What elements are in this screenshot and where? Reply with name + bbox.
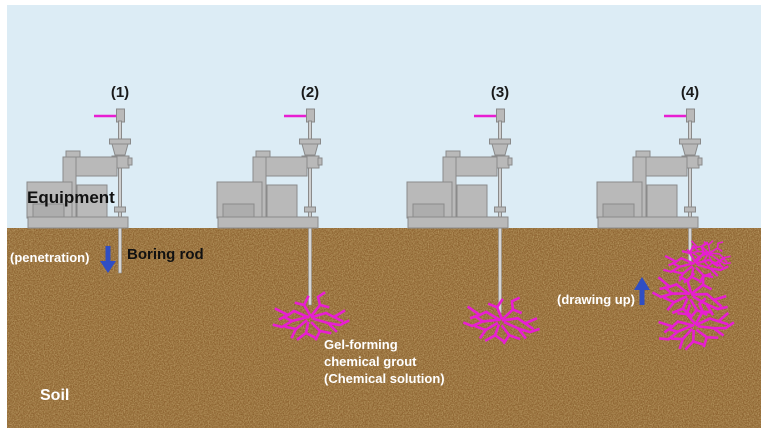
stage-label-1: (1)	[110, 84, 130, 101]
grout-label: Gel-forming chemical grout (Chemical sol…	[324, 336, 445, 387]
stage-label-4: (4)	[680, 84, 700, 101]
stage-label-2: (2)	[300, 84, 320, 101]
grout-injection-stage3	[461, 289, 544, 349]
grout-column-stage4	[648, 231, 737, 354]
drilling-machine-2	[215, 107, 324, 230]
drilling-machine-3	[405, 107, 514, 230]
grout-label-line1: Gel-forming	[324, 337, 398, 352]
soil-label: Soil	[40, 387, 70, 404]
scene-graphics	[25, 107, 737, 354]
soil-texture	[7, 228, 761, 428]
grout-label-line3: (Chemical solution)	[324, 371, 445, 386]
penetration-arrow-icon	[100, 246, 116, 273]
drawing-up-arrow-icon	[634, 277, 650, 305]
equipment-label: Equipment	[27, 188, 115, 207]
grout-label-line2: chemical grout	[324, 354, 417, 369]
drawing-up-label: (drawing up)	[557, 292, 635, 307]
boring-rod-label: Boring rod	[127, 246, 204, 263]
drilling-machine-1	[25, 107, 134, 230]
drilling-machine-4	[595, 107, 704, 230]
stage-label-3: (3)	[490, 84, 510, 101]
penetration-label: (penetration)	[10, 250, 90, 265]
diagram-panel: (1) (2) (3) (4) Equipment (penetration) …	[7, 5, 761, 428]
